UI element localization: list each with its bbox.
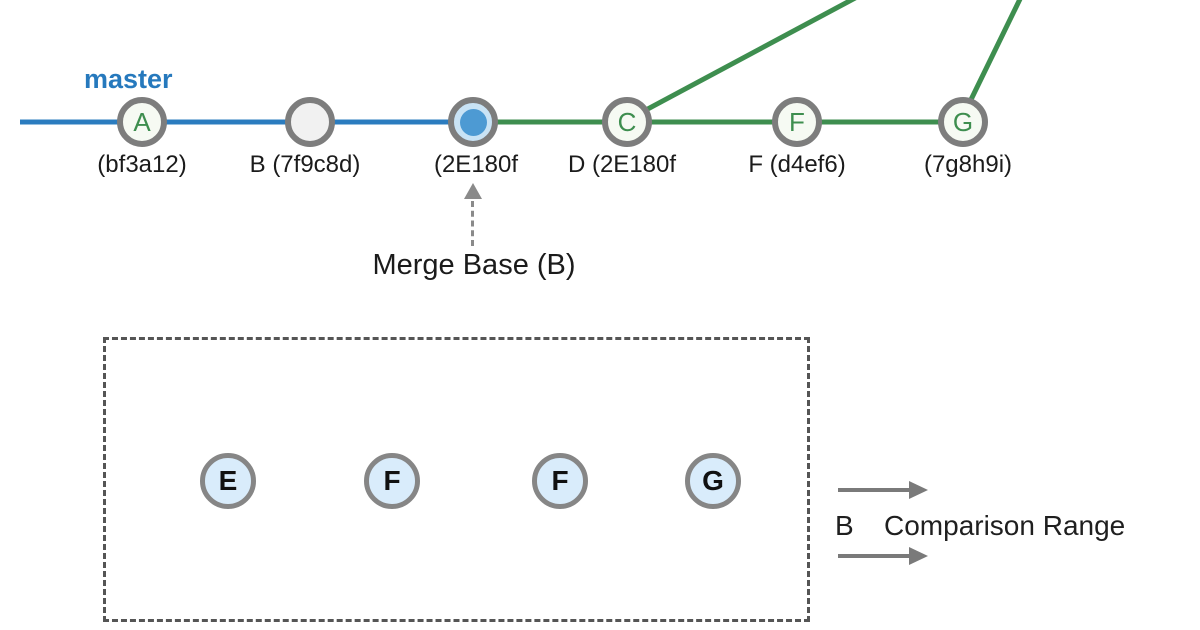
commit-letter: C — [617, 107, 637, 137]
comparison-node-f2: F — [532, 453, 588, 509]
range-arrow-bottom-head-icon — [909, 547, 928, 565]
commit-letter: A — [133, 107, 151, 137]
commit-hash-label-merge-base: (2E180f — [433, 151, 519, 178]
comparison-letter: F — [383, 465, 401, 496]
branch-off-line-from-c — [627, 0, 857, 122]
commit-hash-label-f: F (d4ef6) — [748, 151, 846, 178]
commit-node-merge-base — [448, 97, 498, 147]
range-arrow-bottom-line — [838, 554, 910, 558]
comparison-letter: G — [702, 465, 724, 496]
comparison-node-g: G — [685, 453, 741, 509]
comparison-range-box — [103, 337, 810, 622]
commit-hash-label-b: B (7f9c8d) — [249, 151, 361, 178]
commit-letter: G — [952, 107, 974, 137]
comparison-node-e: E — [200, 453, 256, 509]
commit-node-c: C — [602, 97, 652, 147]
commit-hash-label-a: (bf3a12) — [97, 151, 187, 178]
commit-hash-label-c: D (2E180f — [567, 151, 677, 178]
comparison-range-label: Comparison Range — [884, 510, 1126, 541]
commit-node-g: G — [938, 97, 988, 147]
comparison-letter: F — [551, 465, 569, 496]
branch-off-line-from-g — [961, 0, 1023, 116]
master-branch-label: master — [84, 64, 173, 94]
merge-base-arrow-up-icon — [464, 183, 482, 199]
commit-node-f: F — [772, 97, 822, 147]
range-arrow-top-line — [838, 488, 910, 492]
range-arrow-top-head-icon — [909, 481, 928, 499]
commit-node-b — [285, 97, 335, 147]
commit-node-a: A — [117, 97, 167, 147]
merge-base-dot — [459, 108, 487, 136]
range-base-label: B — [835, 510, 854, 541]
merge-base-caption: Merge Base (B) — [372, 249, 576, 281]
comparison-letter: E — [218, 465, 238, 496]
commit-hash-label-g: (7g8h9i) — [923, 151, 1013, 178]
commit-letter: F — [789, 107, 805, 137]
merge-base-arrow-dashed-tail — [471, 201, 474, 246]
comparison-node-f1: F — [364, 453, 420, 509]
